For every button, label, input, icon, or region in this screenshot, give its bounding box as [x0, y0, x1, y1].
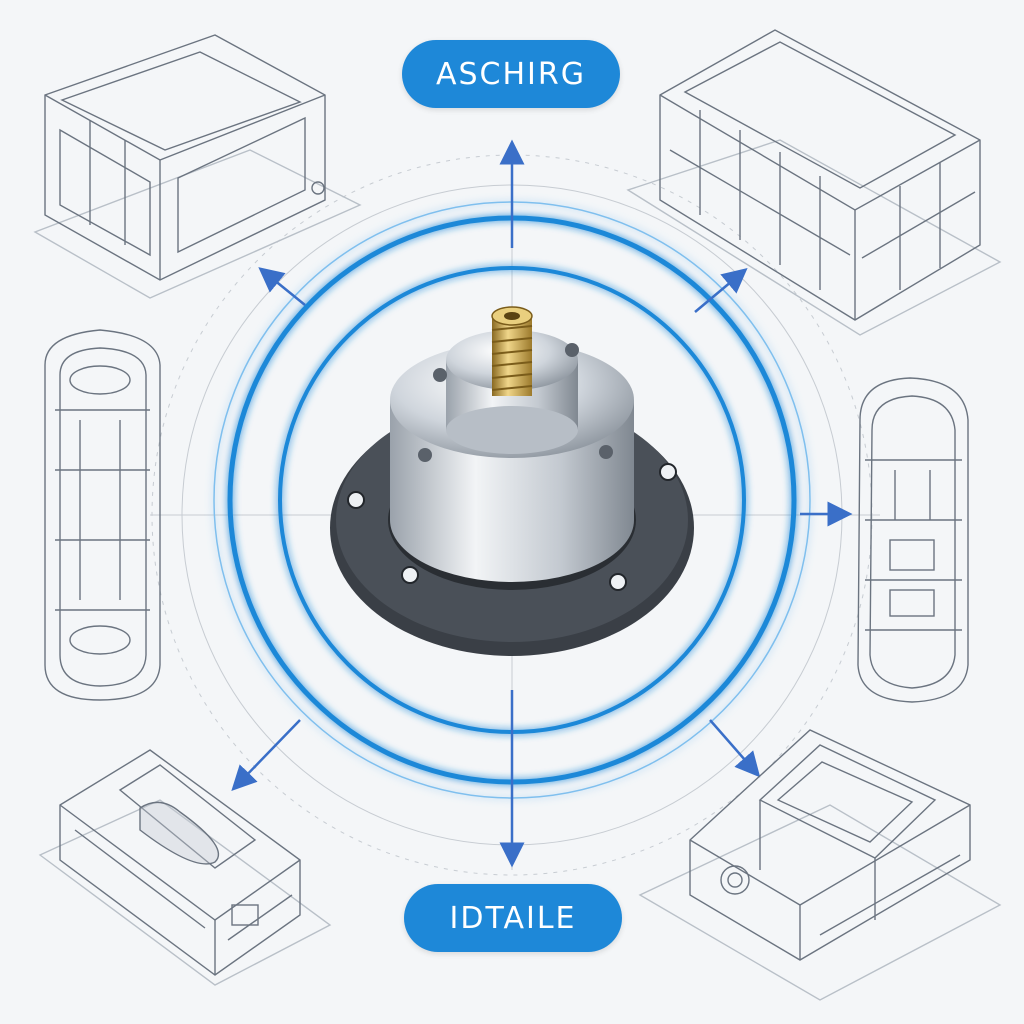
connector-arrows [231, 139, 853, 868]
arrow-top-right [694, 267, 748, 313]
body-holes [418, 343, 613, 462]
enclosure-box-top-right [626, 29, 1002, 336]
flange-holes [347, 463, 677, 591]
arrow-bottom-right [709, 719, 761, 778]
label-pill-bottom: IDTAILE [404, 884, 622, 952]
tubular-housing-left [44, 329, 161, 701]
central-connector-part [330, 306, 694, 656]
label-pill-top: ASCHIRG [402, 40, 620, 108]
module-bottom-left [38, 749, 332, 986]
arrow-bottom-left [231, 719, 301, 791]
enclosure-box-top-left [33, 34, 362, 299]
arrow-top-left [258, 267, 306, 306]
label-pill-bottom-text: IDTAILE [449, 900, 577, 936]
tubular-housing-right [857, 377, 969, 703]
label-pill-top-text: ASCHIRG [435, 56, 586, 92]
thread-lines [491, 325, 533, 391]
frame-module-bottom-right [638, 729, 1002, 1001]
